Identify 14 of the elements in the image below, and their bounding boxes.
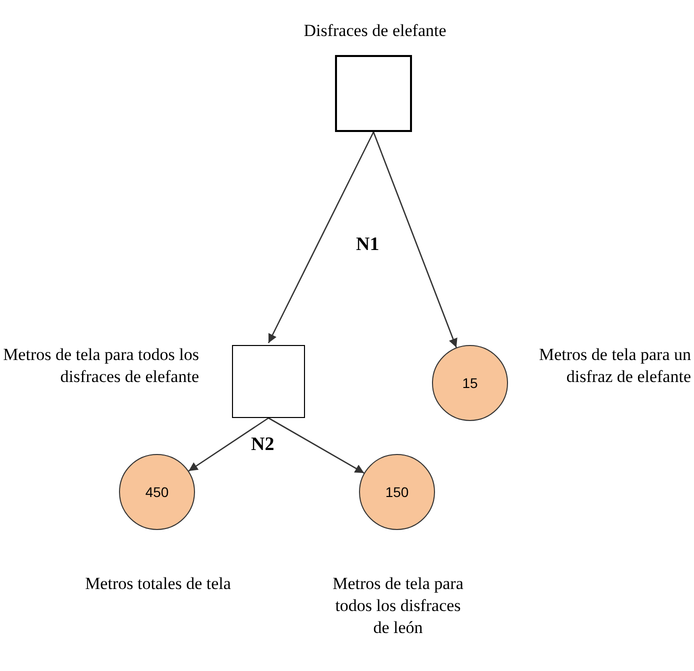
- arrow: [268, 417, 364, 474]
- value-text: 450: [145, 484, 169, 500]
- arrow: [268, 132, 374, 344]
- node-label: Metros de tela para todos los disfraces de león: [332, 573, 464, 639]
- level-label: N2: [251, 434, 274, 456]
- arrow: [372, 132, 458, 348]
- arrow: [188, 417, 269, 472]
- value-text: 15: [462, 375, 478, 391]
- node-label: Metros de tela para todos los disfraces de elefante: [3, 344, 199, 388]
- node-label: Disfraces de elefante: [302, 20, 448, 42]
- node-label: Metros de tela para un disfraz de elefante: [538, 344, 691, 388]
- node-label: Metros totales de tela: [84, 573, 232, 595]
- level-label: N1: [356, 234, 380, 256]
- value-text: 150: [385, 484, 409, 500]
